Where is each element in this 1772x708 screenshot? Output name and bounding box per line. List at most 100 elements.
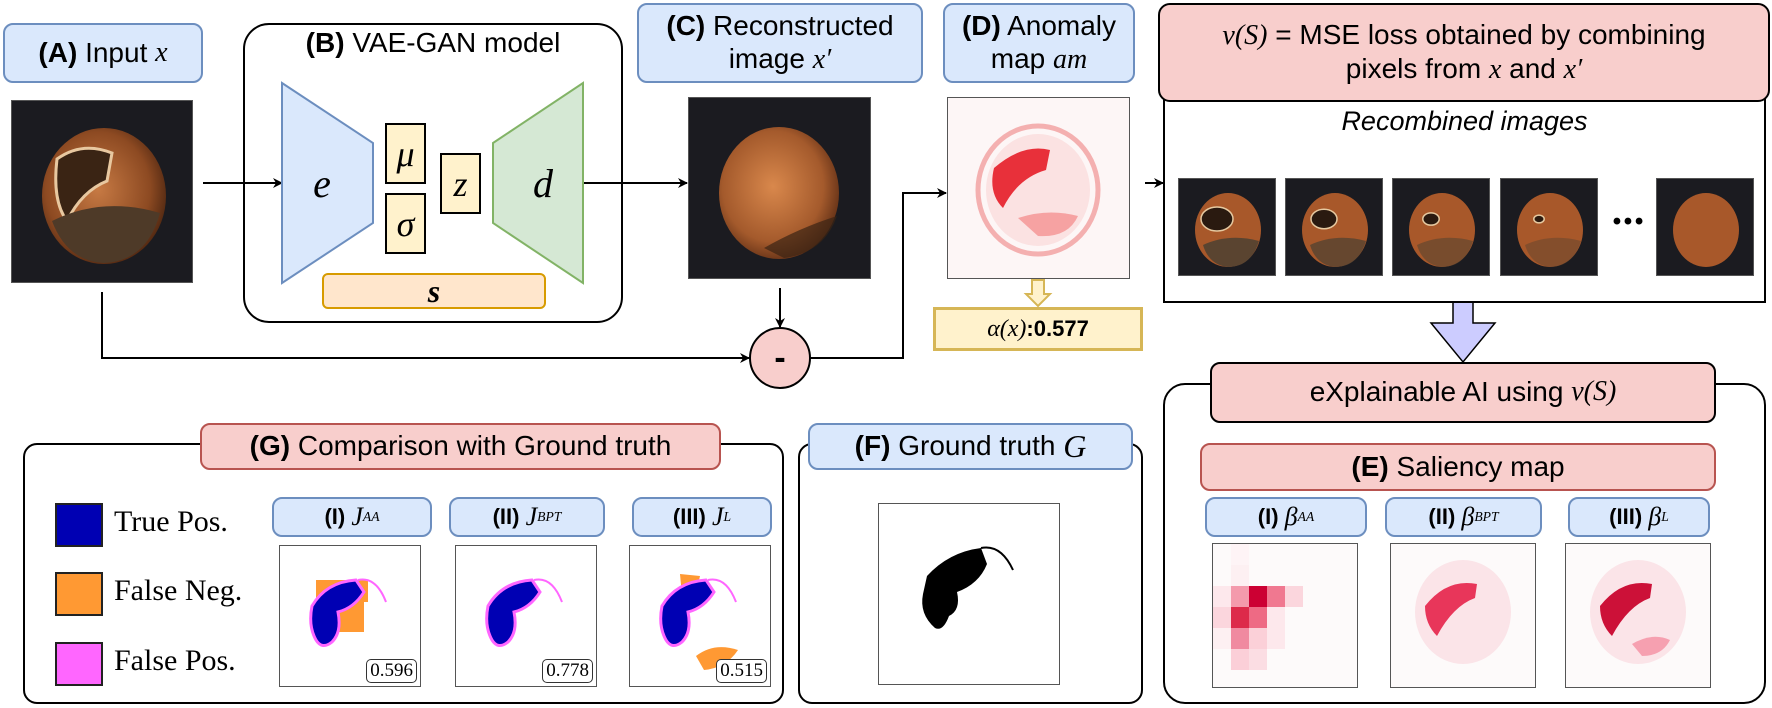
label-reconstructed-tag: (C) xyxy=(666,10,706,42)
hazelnut-defect-icon xyxy=(42,128,166,264)
comparison-tag: (G) xyxy=(249,430,291,462)
comparison-label-tag: (I) xyxy=(324,504,346,530)
ground-truth-mask-icon xyxy=(922,546,1014,629)
saliency-label-symbol: β xyxy=(1461,502,1475,532)
saliency-label-symbol: β xyxy=(1648,502,1662,532)
saliency-label-tag: (II) xyxy=(1428,504,1456,530)
vae-gan-title: (B) VAE-GAN model xyxy=(243,27,623,67)
alpha-score-box: α(x):0.577 xyxy=(933,307,1143,351)
mse-x-prime: x′ xyxy=(1563,53,1583,85)
xai-math: ν(S) xyxy=(1571,376,1617,408)
jaccard-score: 0.596 xyxy=(366,659,417,683)
label-anomaly-math: am xyxy=(1053,43,1088,75)
minus-sign: - xyxy=(774,339,786,377)
label-reconstructed-line2: image xyxy=(728,42,805,74)
hazelnut-icon xyxy=(1302,193,1368,267)
saliency-image xyxy=(1212,543,1358,688)
label-input-math: x xyxy=(155,36,168,68)
label-input-tag: (A) xyxy=(38,36,78,68)
comparison-label-symbol: J xyxy=(712,502,724,532)
ground-truth-image xyxy=(878,503,1060,685)
mse-and: and xyxy=(1501,52,1564,84)
segmentation-overlay-icon xyxy=(485,578,563,647)
label-reconstructed-math: x′ xyxy=(812,43,832,75)
label-comparison: (G) Comparison with Ground truth xyxy=(200,423,721,470)
label-anomaly-line2: map xyxy=(990,42,1046,74)
xai-text: eXplainable AI using xyxy=(1309,376,1564,408)
label-input-text: Input xyxy=(85,36,148,68)
saliency-label-subscript: L xyxy=(1661,509,1669,525)
arrow-recombined-to-xai xyxy=(1429,301,1497,364)
mse-line1: = MSE loss obtained by combining xyxy=(1267,19,1706,51)
hazelnut-icon xyxy=(1195,193,1261,267)
label-input: (A) Input x xyxy=(3,23,203,83)
segmentation-overlay-icon xyxy=(659,574,738,670)
comparison-label-symbol: J xyxy=(351,502,363,532)
legend-swatch xyxy=(55,642,103,686)
hazelnut-icon xyxy=(1409,193,1475,267)
reconstructed-image xyxy=(688,97,871,279)
hazelnut-icon xyxy=(719,127,839,259)
mse-loss-box: ν(S) = MSE loss obtained by combining pi… xyxy=(1158,3,1770,102)
recombined-thumbnail xyxy=(1500,178,1598,276)
xai-header: eXplainable AI using ν(S) xyxy=(1210,362,1716,423)
comparison-label-symbol: J xyxy=(525,502,538,532)
recombined-title: Recombined images xyxy=(1341,106,1588,136)
jaccard-score: 0.515 xyxy=(716,659,767,683)
legend-swatch xyxy=(55,503,103,547)
latent-z-box: z xyxy=(440,153,481,214)
arrow-minus-to-anomaly-map xyxy=(810,188,947,359)
comparison-label-subscript: BPT xyxy=(537,509,562,525)
saliency-image xyxy=(1390,543,1536,688)
subtract-operator xyxy=(749,327,811,389)
mse-math: ν(S) xyxy=(1222,20,1268,52)
legend-swatch xyxy=(55,572,103,616)
comparison-text: Comparison with Ground truth xyxy=(297,430,672,462)
saliency-label-tag: (III) xyxy=(1609,504,1643,530)
saliency-text: Saliency map xyxy=(1396,450,1565,482)
decoder-label: d xyxy=(533,161,553,206)
saliency-label-symbol: β xyxy=(1284,502,1298,532)
recombined-thumbnail xyxy=(1392,178,1490,276)
jaccard-score: 0.778 xyxy=(542,659,593,683)
saliency-image xyxy=(1565,543,1711,688)
vae-gan-frame xyxy=(243,23,623,323)
alpha-math: α(x) xyxy=(987,315,1027,342)
saliency-label-subscript: BPT xyxy=(1474,509,1499,525)
saliency-label-tag: (I) xyxy=(1257,504,1279,530)
label-anomaly-tag: (D) xyxy=(961,10,1001,42)
legend-label: False Neg. xyxy=(114,574,243,607)
mse-x: x xyxy=(1488,53,1502,85)
saliency-label-subscript: AA xyxy=(1297,509,1315,525)
comparison-label-tag: (III) xyxy=(672,504,706,530)
mu-box: μ xyxy=(385,123,426,184)
recombined-thumbnail xyxy=(1178,178,1276,276)
comparison-label-subscript: L xyxy=(723,509,732,525)
saliency-heatmap-icon xyxy=(1590,560,1686,664)
ground-truth-math: G xyxy=(1063,428,1087,465)
saliency-heatmap-icon xyxy=(1415,560,1511,664)
saliency-header: (E) Saliency map xyxy=(1200,443,1716,491)
comparison-label-tag: (II) xyxy=(492,504,520,530)
saliency-heatmap-icon xyxy=(1213,544,1303,670)
comparison-image: 0.596 xyxy=(279,545,421,687)
encoder-label: e xyxy=(313,161,331,206)
ellipsis: • • • xyxy=(1612,208,1644,235)
label-reconstructed: (C) Reconstructed image x′ xyxy=(637,3,923,83)
legend-label: True Pos. xyxy=(114,505,228,538)
arrow-anomaly-to-alpha xyxy=(1023,279,1053,308)
vae-gan-text: VAE-GAN model xyxy=(352,27,561,58)
label-ground-truth: (F) Ground truth G xyxy=(808,423,1133,470)
segmentation-overlay-icon xyxy=(309,578,387,647)
recombined-thumbnail xyxy=(1656,178,1754,276)
ground-truth-text: Ground truth xyxy=(898,430,1056,462)
anomaly-map-image xyxy=(947,97,1130,279)
label-anomaly-line1: Anomaly xyxy=(1007,10,1117,42)
alpha-value: :0.577 xyxy=(1026,316,1089,341)
ground-truth-tag: (F) xyxy=(854,430,891,462)
recombined-thumbnail xyxy=(1285,178,1383,276)
